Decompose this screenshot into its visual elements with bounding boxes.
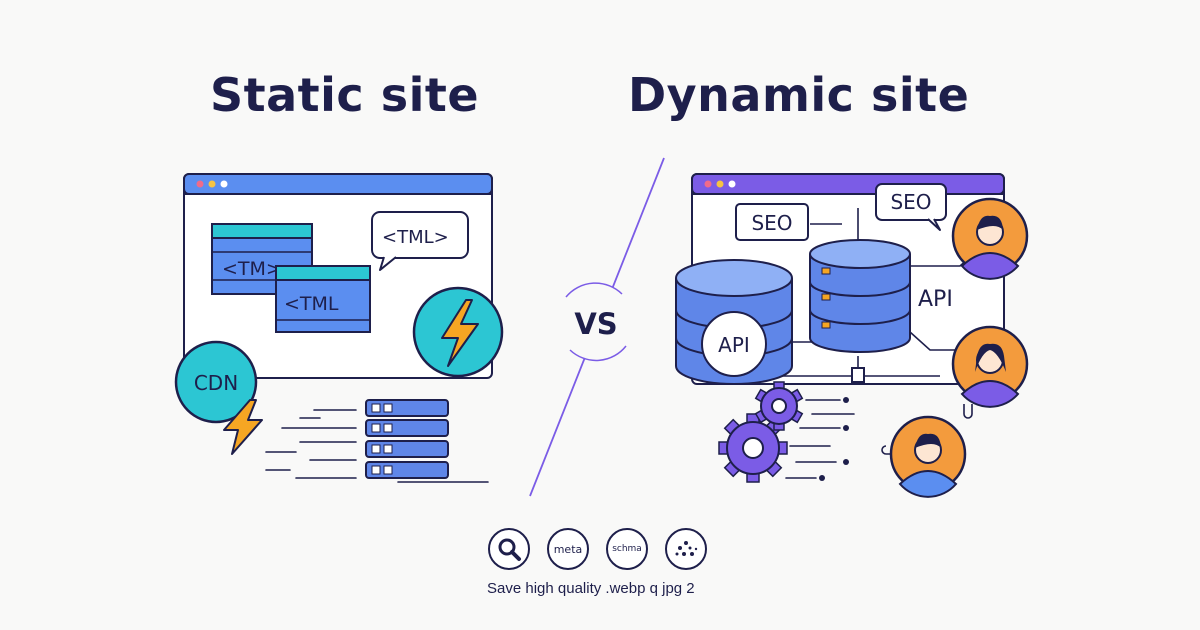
plug-icon	[963, 404, 973, 419]
seo-tag-1: SEO	[735, 203, 809, 241]
code-block-2-label: <TML	[284, 293, 339, 315]
user-avatar-1	[951, 197, 1029, 280]
cable-icon	[881, 445, 892, 455]
lightning-badge	[412, 286, 504, 378]
cdn-badge: CDN	[174, 340, 258, 424]
schema-icon[interactable]: schma	[606, 528, 648, 570]
code-block-1-label: <TM>	[222, 258, 282, 280]
dynamic-site-title: Dynamic site	[628, 68, 970, 122]
code-block-1: <TM>	[211, 223, 313, 295]
api-badge: API	[701, 311, 767, 377]
seo-tag-1-label: SEO	[751, 211, 792, 235]
code-block-2: <TML	[275, 265, 371, 333]
meta-icon[interactable]: meta	[547, 528, 589, 570]
vs-badge: VS	[558, 282, 634, 362]
meta-icon-label: meta	[553, 542, 583, 556]
user-avatar-2	[951, 325, 1029, 408]
speech-bubble-label: <TML>	[382, 227, 449, 248]
caption-text: Save high quality .webp q jpg 2	[487, 580, 695, 597]
html-speech-bubble: <TML>	[371, 211, 469, 271]
vs-label: VS	[574, 307, 617, 341]
seo-tag-2-label: SEO	[890, 190, 931, 214]
api-label: API	[918, 287, 953, 312]
search-icon[interactable]	[488, 528, 530, 570]
database-right	[809, 239, 911, 353]
cdn-label: CDN	[194, 371, 238, 395]
connector-node	[851, 367, 865, 383]
motion-lines	[785, 399, 855, 479]
motion-dots	[819, 397, 849, 481]
cdn-lightning-icon	[223, 399, 263, 455]
static-site-title: Static site	[210, 68, 480, 122]
network-icon[interactable]	[665, 528, 707, 570]
lightning-icon	[441, 299, 479, 367]
seo-tag-2: SEO	[875, 183, 947, 231]
gear-small-icon	[754, 381, 804, 431]
speed-lines	[265, 409, 489, 483]
gear-large-icon	[718, 413, 788, 483]
api-badge-label: API	[718, 333, 750, 357]
user-avatar-3	[889, 415, 967, 498]
static-server-stack	[365, 399, 449, 479]
bottom-icon-row: meta schma	[488, 528, 718, 572]
schema-icon-label: schma	[612, 544, 642, 554]
